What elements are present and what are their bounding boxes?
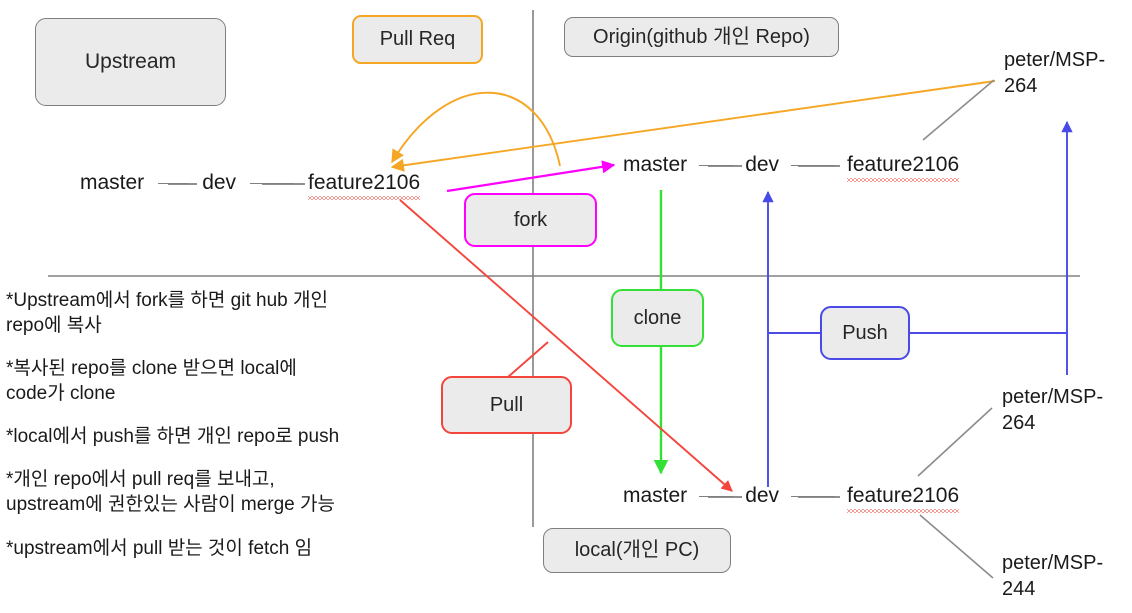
pull-req-arc-arrow	[391, 91, 561, 167]
node-fork-label: fork	[513, 208, 548, 231]
node-origin-label: Origin(github 개인 Repo)	[593, 25, 810, 48]
origin-branch-dev[interactable]: dev	[745, 153, 780, 176]
node-clone[interactable]: clone	[611, 289, 704, 347]
node-fork[interactable]: fork	[464, 193, 597, 247]
branch-link-segment	[791, 164, 836, 166]
leader-line-bottom-right	[919, 514, 994, 579]
branch-row-local: master dev feature2106	[623, 484, 960, 513]
note-item: *개인 repo에서 pull req를 보내고, upstream에 권한있는…	[6, 469, 335, 516]
node-local[interactable]: local(개인 PC)	[543, 528, 731, 573]
node-push-label: Push	[842, 321, 888, 344]
node-pull-label: Pull	[489, 393, 524, 416]
branch-link-segment	[158, 182, 189, 184]
branch-link-segment	[699, 495, 734, 497]
repo-label-bottom-right: peter/MSP-244	[1002, 552, 1104, 600]
node-origin[interactable]: Origin(github 개인 Repo)	[564, 17, 839, 57]
fork-arrow	[446, 160, 616, 193]
local-branch-master[interactable]: master	[623, 484, 688, 507]
local-branch-feature[interactable]: feature2106	[847, 484, 960, 513]
upstream-branch-master[interactable]: master	[80, 171, 145, 194]
node-pull[interactable]: Pull	[441, 376, 572, 434]
pull-box-connector	[507, 341, 549, 378]
branch-row-upstream: master dev feature2106	[80, 171, 421, 200]
origin-branch-master[interactable]: master	[623, 153, 688, 176]
note-item: *upstream에서 pull 받는 것이 fetch 임	[6, 537, 313, 559]
leader-line-mid-right	[917, 407, 993, 477]
node-clone-label: clone	[633, 306, 682, 329]
upstream-branch-feature[interactable]: feature2106	[308, 171, 421, 200]
branch-link-segment	[699, 164, 734, 166]
note-item: *local에서 push를 하면 개인 repo로 push	[6, 426, 340, 448]
upstream-branch-dev[interactable]: dev	[202, 171, 237, 194]
branch-link-segment	[250, 182, 295, 184]
repo-label-mid-right: peter/MSP-264	[1002, 386, 1104, 434]
node-local-label: local(개인 PC)	[574, 539, 700, 561]
local-branch-dev[interactable]: dev	[745, 484, 780, 507]
note-item: *복사된 repo를 clone 받으면 local에 code가 clone	[6, 358, 297, 405]
node-pull-req-label: Pull Req	[379, 28, 456, 50]
node-pull-req[interactable]: Pull Req	[352, 15, 483, 64]
note-item: *Upstream에서 fork를 하면 git hub 개인 repo에 복사	[6, 290, 328, 337]
leader-line-top-right	[922, 79, 995, 141]
node-upstream-label: Upstream	[84, 49, 177, 73]
origin-branch-feature[interactable]: feature2106	[847, 153, 960, 182]
node-push[interactable]: Push	[820, 306, 910, 360]
branch-link-segment	[791, 495, 836, 497]
node-upstream[interactable]: Upstream	[35, 18, 226, 106]
branch-row-origin: master dev feature2106	[623, 153, 960, 182]
repo-label-top-right: peter/MSP-264	[1004, 49, 1106, 97]
notes-block: *Upstream에서 fork를 하면 git hub 개인 repo에 복사…	[6, 288, 426, 579]
